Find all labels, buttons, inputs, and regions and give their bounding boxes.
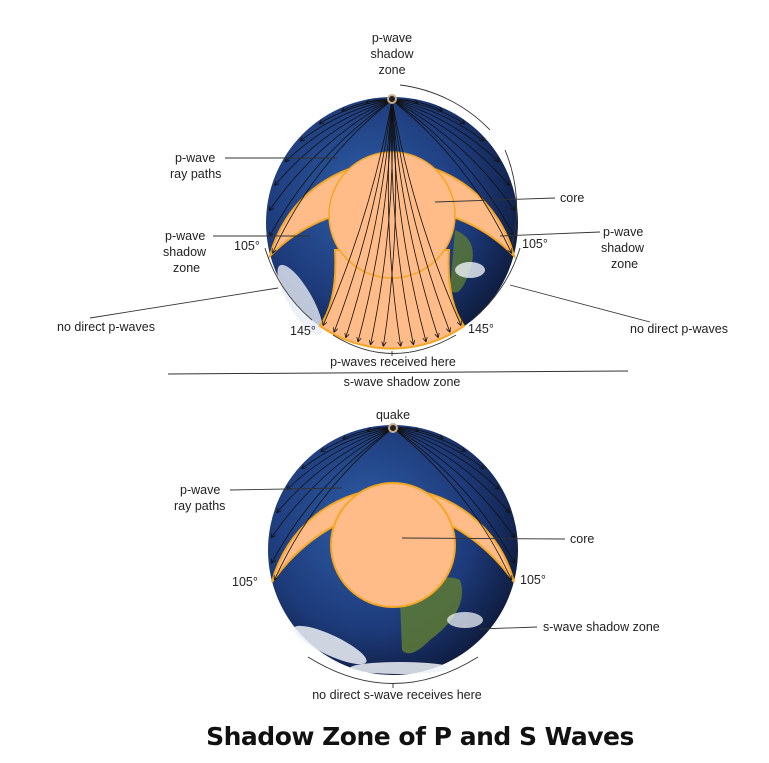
ray-path bbox=[320, 99, 393, 123]
label-no-direct-right: no direct p-waves bbox=[630, 322, 728, 336]
ray-path bbox=[392, 427, 511, 580]
ray-path bbox=[272, 427, 394, 537]
clouds bbox=[350, 662, 450, 674]
leader bbox=[434, 197, 556, 203]
bracket-top bbox=[399, 84, 491, 131]
label-left-shadow-3: zone bbox=[173, 261, 200, 275]
leader bbox=[499, 231, 601, 237]
leader bbox=[229, 487, 343, 491]
angle-145-right: 145° bbox=[468, 322, 494, 336]
quake-icon bbox=[388, 423, 398, 433]
leader bbox=[89, 287, 279, 319]
clouds bbox=[293, 625, 367, 665]
angle-145-left: 145° bbox=[290, 324, 316, 338]
ray-path bbox=[277, 427, 394, 512]
top-globe bbox=[266, 94, 518, 350]
label-no-direct-s: no direct s-wave receives here bbox=[312, 688, 482, 702]
label-ray-paths-2: ray paths bbox=[170, 167, 221, 181]
label-right-shadow-1: p-wave bbox=[603, 225, 643, 239]
ray-path bbox=[391, 99, 499, 162]
bottom-globe bbox=[268, 423, 518, 675]
angle-105-right: 105° bbox=[522, 237, 548, 251]
label-ray-paths-bottom-1: p-wave bbox=[180, 483, 220, 497]
ray-path bbox=[334, 99, 393, 332]
label-core-bottom: core bbox=[570, 532, 594, 546]
ray-path bbox=[391, 99, 464, 123]
ray-path bbox=[392, 427, 514, 537]
ray-paths-top bbox=[270, 100, 515, 346]
ray-path bbox=[391, 99, 450, 332]
leader bbox=[509, 284, 651, 323]
label-ray-paths-1: p-wave bbox=[175, 151, 215, 165]
ray-path bbox=[392, 427, 509, 512]
ray-path bbox=[391, 99, 461, 325]
angle-105-left: 105° bbox=[234, 239, 260, 253]
ray-path bbox=[383, 99, 397, 346]
label-s-shadow-top: s-wave shadow zone bbox=[344, 375, 461, 389]
bracket-received bbox=[332, 334, 457, 354]
ray-path bbox=[270, 99, 393, 236]
ray-path bbox=[392, 427, 514, 563]
label-received: p-waves received here bbox=[330, 355, 456, 369]
label-right-shadow-2: shadow bbox=[601, 241, 645, 255]
title: Shadow Zone of P and S Waves bbox=[206, 722, 634, 751]
clouds bbox=[447, 612, 483, 628]
angle-105-left-bottom: 105° bbox=[232, 575, 258, 589]
ray-paths-bottom bbox=[272, 428, 515, 580]
ray-path bbox=[285, 99, 393, 162]
ray-path bbox=[391, 99, 511, 253]
angle-105-right-bottom: 105° bbox=[520, 573, 546, 587]
ray-path bbox=[323, 99, 393, 325]
leader bbox=[401, 537, 566, 540]
ray-path bbox=[387, 99, 400, 346]
bracket-right-lower bbox=[471, 247, 521, 321]
label-ray-paths-bottom-2: ray paths bbox=[174, 499, 225, 513]
label-core: core bbox=[560, 191, 584, 205]
ray-path bbox=[321, 427, 394, 451]
label-no-direct-left: no direct p-waves bbox=[57, 320, 155, 334]
ray-path bbox=[275, 99, 393, 185]
ray-path bbox=[301, 99, 393, 141]
ray-path bbox=[275, 427, 394, 580]
label-left-shadow-2: shadow bbox=[163, 245, 207, 259]
ray-path bbox=[391, 99, 426, 341]
ray-path bbox=[391, 99, 514, 236]
quake-icon bbox=[387, 94, 397, 104]
ray-path bbox=[391, 99, 514, 210]
mantle-lower-band bbox=[318, 249, 466, 350]
ray-path bbox=[302, 427, 394, 468]
ray-path bbox=[392, 427, 484, 468]
clouds bbox=[455, 262, 485, 278]
label-top-shadow-3: zone bbox=[378, 63, 405, 77]
ray-path bbox=[391, 99, 509, 185]
ray-path bbox=[391, 99, 438, 337]
label-left-shadow-1: p-wave bbox=[165, 229, 205, 243]
clouds bbox=[277, 264, 323, 336]
bracket-left-lower bbox=[264, 247, 313, 321]
ray-path bbox=[358, 99, 393, 341]
ray-path bbox=[392, 427, 465, 451]
ray-path bbox=[287, 427, 394, 489]
label-quake: quake bbox=[376, 408, 410, 422]
label-right-shadow-3: zone bbox=[611, 257, 638, 271]
leader bbox=[479, 626, 538, 630]
ray-path bbox=[392, 427, 499, 489]
label-s-shadow-bottom: s-wave shadow zone bbox=[543, 620, 660, 634]
divider bbox=[167, 370, 629, 375]
label-top-shadow-1: p-wave bbox=[372, 31, 412, 45]
ray-path bbox=[270, 99, 393, 210]
ray-path bbox=[391, 99, 483, 141]
ray-path bbox=[346, 99, 393, 337]
core-bottom bbox=[330, 482, 456, 608]
label-top-shadow-2: shadow bbox=[370, 47, 414, 61]
ray-path bbox=[273, 99, 393, 253]
